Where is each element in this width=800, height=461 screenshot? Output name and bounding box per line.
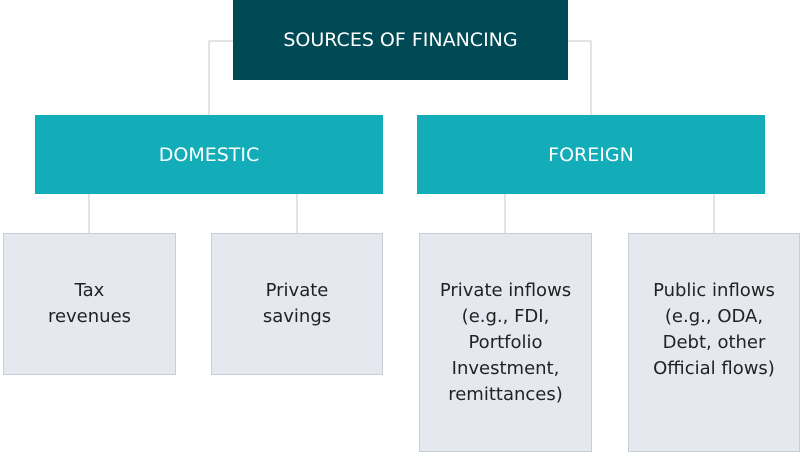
private-savings-label: Private savings — [262, 280, 332, 327]
foreign-label: FOREIGN — [548, 143, 634, 166]
root-node: SOURCES OF FINANCING — [233, 0, 568, 80]
public-inflows-label: Public inflows (e.g., ODA, Debt, other O… — [653, 280, 775, 379]
tax-revenues-label: Tax revenues — [47, 280, 132, 327]
private-savings-node: Private savings — [211, 233, 383, 375]
domestic-label: DOMESTIC — [158, 143, 260, 166]
connector-root-domestic — [208, 40, 233, 115]
domestic-node: DOMESTIC — [35, 115, 383, 194]
private-inflows-node: Private inflows (e.g., FDI, Portfolio In… — [419, 233, 592, 452]
connector-root-foreign — [568, 40, 592, 115]
public-inflows-node: Public inflows (e.g., ODA, Debt, other O… — [628, 233, 800, 452]
root-label: SOURCES OF FINANCING — [283, 29, 518, 51]
tax-revenues-node: Tax revenues — [3, 233, 176, 375]
private-inflows-label: Private inflows (e.g., FDI, Portfolio In… — [439, 280, 572, 405]
foreign-node: FOREIGN — [417, 115, 765, 194]
